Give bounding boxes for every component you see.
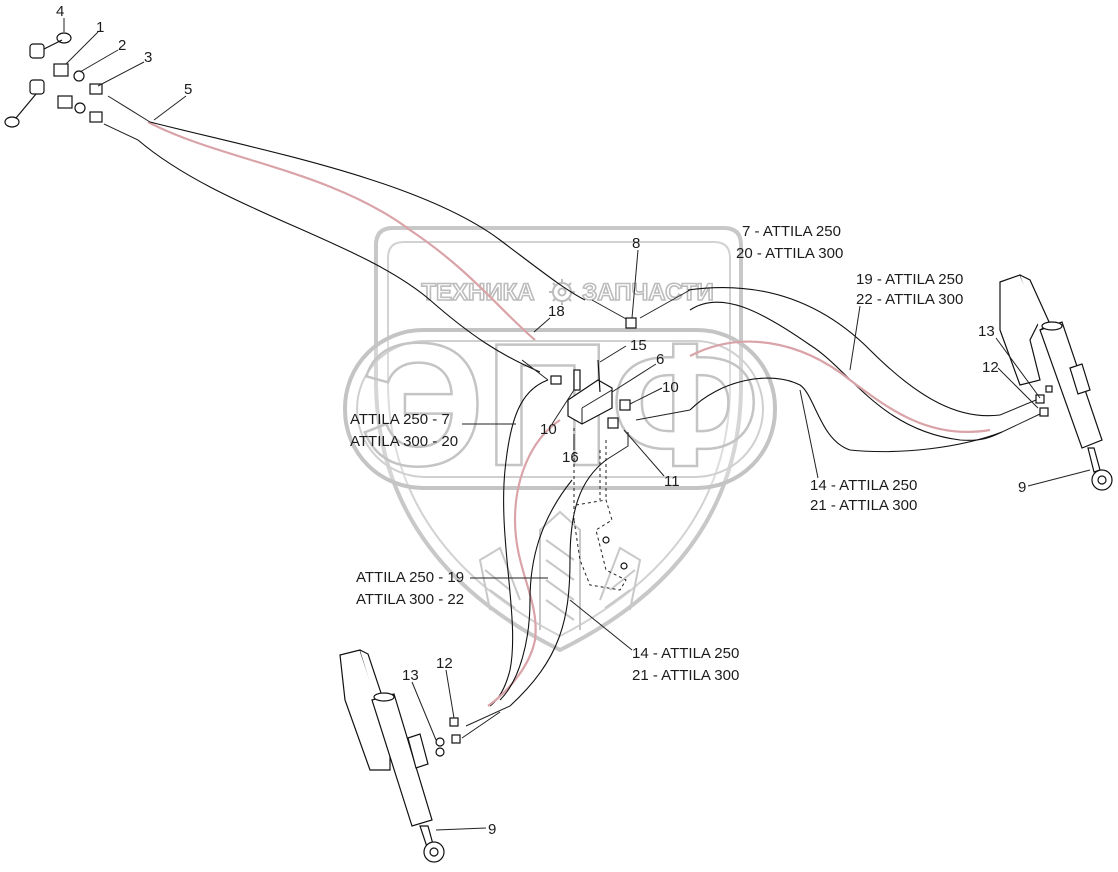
label-bottom-14: 14 - ATTILA 250 — [632, 645, 739, 662]
elbow-11 — [605, 432, 629, 461]
label-9-right: 9 — [1018, 479, 1026, 496]
label-16: 16 — [562, 449, 579, 466]
fitting-10b — [607, 417, 619, 429]
watermark-shield — [374, 226, 743, 653]
bracket-lines — [599, 440, 607, 500]
valve-left — [407, 733, 429, 769]
nut-13-right — [1039, 407, 1049, 417]
fitting-8-pipe — [591, 299, 629, 321]
label-11: 11 — [664, 473, 680, 490]
watermark-brand-right: ЗАПЧАСТИ — [582, 279, 714, 306]
hose-top-right-a — [687, 287, 1001, 417]
hose-7-left — [489, 379, 549, 707]
bolt-15b — [573, 369, 581, 391]
watermark-banner-inner — [356, 340, 764, 478]
gear-icon — [549, 279, 575, 305]
label-12-right: 12 — [982, 359, 999, 376]
bracket-dashed — [573, 499, 627, 591]
nut-12-left — [449, 717, 459, 727]
bolt-15 — [597, 359, 601, 393]
hose-5a — [149, 121, 586, 301]
label-10-right: 10 — [662, 379, 679, 396]
label-4: 4 — [56, 3, 64, 20]
label-bottom-21: 21 - ATTILA 300 — [632, 667, 739, 684]
label-right-22: 22 - ATTILA 300 — [856, 291, 963, 308]
hose-end-8 — [639, 289, 691, 319]
watermark-banner — [343, 328, 777, 490]
label-10-left: 10 — [540, 421, 557, 438]
valve-right — [1069, 363, 1091, 395]
label-lower-19: ATTILA 250 - 19 — [356, 569, 464, 586]
label-8: 8 — [632, 235, 640, 252]
pin-b — [620, 562, 628, 570]
label-12-left: 12 — [436, 655, 453, 672]
hoses — [137, 121, 1003, 707]
label-left-20: ATTILA 300 - 20 — [350, 433, 458, 450]
watermark-brand-left: ТЕХНИКА — [421, 279, 534, 306]
nut-12-right — [1035, 394, 1045, 404]
label-9-left: 9 — [488, 821, 496, 838]
wheat-ear-icon — [478, 510, 642, 630]
label-right-19: 19 - ATTILA 250 — [856, 271, 963, 288]
valve-block-group — [521, 289, 691, 591]
cylinder-body-right — [1039, 321, 1103, 449]
hose-14-mid — [689, 377, 1003, 453]
label-1: 1 — [96, 19, 104, 36]
pin-a — [602, 536, 610, 544]
cylinder-left — [339, 649, 511, 863]
label-mid-14: 14 - ATTILA 250 — [810, 477, 917, 494]
hose-14-left — [509, 459, 607, 707]
cylinder-right — [999, 274, 1113, 491]
callout-labels: 4 1 2 3 5 8 18 15 6 10 10 16 11 13 12 9 … — [56, 3, 1026, 838]
rod-right — [1087, 447, 1101, 473]
label-lower-22: ATTILA 300 - 22 — [356, 591, 464, 608]
watermark-shield-inner — [387, 241, 731, 638]
hose-end-right-a — [999, 399, 1037, 416]
coupling-1 — [53, 63, 73, 109]
fitting-10 — [619, 399, 631, 411]
hose-ext-left — [499, 479, 573, 701]
label-left-7: ATTILA 250 - 7 — [350, 411, 450, 428]
label-15: 15 — [630, 337, 647, 354]
label-13-left: 13 — [402, 667, 419, 684]
label-18: 18 — [548, 303, 565, 320]
ring-13-left — [435, 737, 445, 747]
fittings-top-left — [4, 32, 151, 141]
label-5: 5 — [184, 81, 192, 98]
cylinder-cap-left — [373, 692, 395, 702]
hose-end-left-b — [461, 711, 501, 739]
hose-5-red — [147, 121, 536, 341]
label-top-7: 7 - ATTILA 250 — [742, 223, 841, 240]
hose-end-left-a — [465, 705, 511, 727]
ring-2 — [73, 70, 86, 114]
valve-block-6 — [567, 379, 613, 425]
cylinder-cap-right — [1041, 321, 1063, 331]
hose-end-14 — [635, 409, 691, 421]
label-6: 6 — [656, 351, 664, 368]
label-mid-21: 21 - ATTILA 300 — [810, 497, 917, 514]
adapter-3 — [89, 83, 103, 123]
hose-19-left-red — [487, 419, 561, 707]
tee-8 — [625, 317, 637, 329]
hose-5b — [137, 139, 541, 373]
cap-4-lower — [4, 79, 45, 128]
cap-4-upper — [29, 32, 72, 59]
watermark-monogram: ЭПФ — [360, 308, 760, 503]
hose-end-right-b — [1001, 413, 1041, 433]
label-top-20: 20 - ATTILA 300 — [736, 245, 843, 262]
hose-end-5 — [103, 95, 151, 141]
hose-top-right-red — [689, 340, 991, 434]
leader-lines — [63, 18, 1091, 831]
nut-18 — [550, 375, 562, 385]
label-3: 3 — [144, 49, 152, 66]
hose-end-18 — [521, 359, 549, 381]
label-2: 2 — [118, 37, 126, 54]
label-13-right: 13 — [978, 323, 995, 340]
